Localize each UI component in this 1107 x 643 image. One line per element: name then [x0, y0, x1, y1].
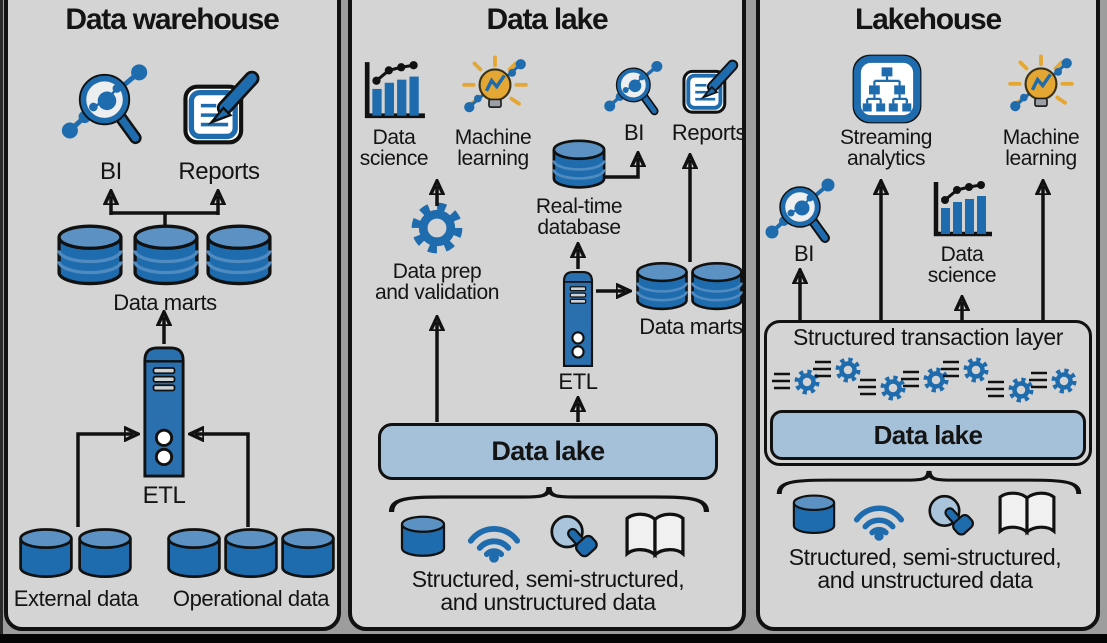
panel2-title: Data lake: [486, 3, 609, 36]
data-marts-icon: [54, 224, 126, 288]
data-marts-label: Data marts: [639, 314, 743, 339]
data-science-chart-icon: [925, 178, 999, 242]
click-hand-icon: [921, 491, 987, 543]
reports-icon: [676, 54, 744, 120]
sources-caption: Structured, semi-structured,and unstruct…: [788, 544, 1062, 594]
bi-icon: [763, 175, 841, 251]
structured-database-icon: [399, 512, 447, 562]
wifi-icon: [460, 514, 528, 564]
structured-transaction-layer-label: Structured transaction layer: [792, 324, 1064, 350]
operational-database-icon: [165, 526, 223, 582]
panel1-title: Data warehouse: [65, 3, 279, 36]
etl-label: ETL: [142, 482, 186, 509]
external-database-icon: [17, 526, 75, 582]
real-time-database-icon: [550, 139, 608, 191]
click-hand-icon: [542, 511, 612, 565]
data-marts-icon: [634, 261, 690, 313]
machine-learning-bulb-icon: [998, 53, 1084, 125]
gear-icon: [408, 199, 466, 257]
data-marts-label: Data marts: [113, 290, 217, 315]
left-edge: [0, 0, 3, 643]
brace-icon: [385, 486, 713, 512]
reports-label: Reports: [671, 120, 747, 145]
gear-icon: [1027, 363, 1083, 399]
etl-icon: [561, 270, 595, 368]
data-marts-icon: [130, 224, 202, 288]
bi-icon: [58, 60, 156, 154]
data-science-chart-icon: [355, 58, 433, 124]
operational-database-icon: [279, 526, 337, 582]
bi-label: BI: [794, 241, 814, 266]
streaming-analytics-icon: [850, 53, 924, 125]
external-data-label: External data: [13, 586, 139, 611]
machine-learning-bulb-icon: [452, 54, 538, 126]
data-lake-box: Data lake: [770, 410, 1086, 460]
panel3-title: Lakehouse: [855, 3, 1002, 36]
reports-icon: [176, 62, 266, 154]
structured-database-icon: [791, 491, 837, 539]
data-lake-box: Data lake: [378, 423, 718, 480]
bi-label: BI: [100, 158, 122, 185]
panel-data-warehouse: [4, 0, 341, 631]
operational-data-label: Operational data: [172, 586, 330, 611]
sources-caption: Structured, semi-structured,and unstruct…: [411, 566, 685, 616]
reports-label: Reports: [178, 158, 260, 185]
etl-icon: [142, 344, 186, 480]
data-lake-box-label: Data lake: [491, 436, 605, 466]
etl-label: ETL: [558, 369, 598, 394]
bottom-bar: [0, 634, 1107, 643]
bi-icon: [602, 58, 668, 122]
operational-database-icon: [222, 526, 280, 582]
wifi-icon: [847, 494, 911, 542]
data-marts-icon: [689, 261, 745, 313]
open-book-icon: [994, 489, 1060, 541]
data-marts-icon: [203, 224, 275, 288]
bi-label: BI: [624, 120, 644, 145]
structured-transaction-layer-box: [764, 320, 1092, 466]
open-book-icon: [621, 510, 689, 564]
data-lake-box-label: Data lake: [873, 419, 983, 450]
external-database-icon: [76, 526, 134, 582]
